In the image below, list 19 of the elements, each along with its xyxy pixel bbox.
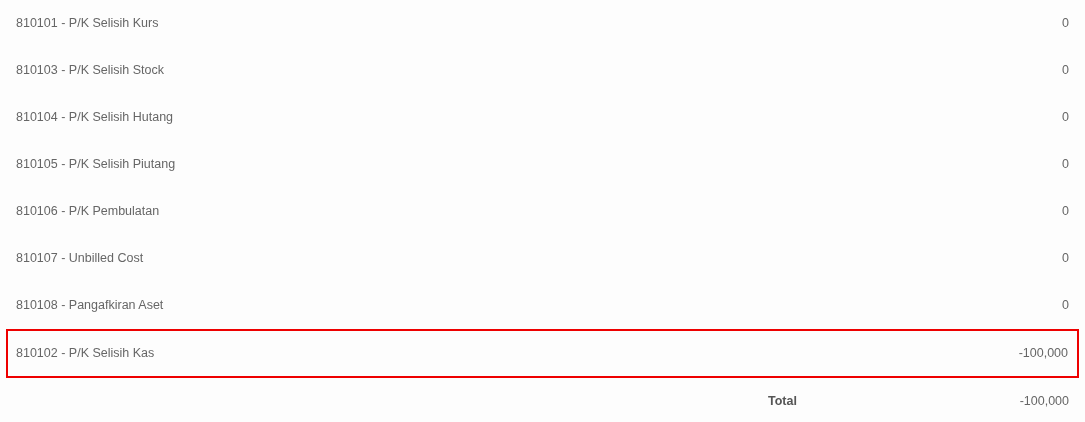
account-name: 810102 - P/K Selisih Kas xyxy=(16,345,155,363)
amount: 0 xyxy=(1062,250,1069,268)
highlighted-row xyxy=(6,329,1079,378)
account-name: 810105 - P/K Selisih Piutang xyxy=(16,156,176,174)
amount: 0 xyxy=(1062,109,1069,127)
amount: 0 xyxy=(1062,203,1069,221)
amount: 0 xyxy=(1062,62,1069,80)
account-name: 810107 - Unbilled Cost xyxy=(16,250,144,268)
total-amount: -100,000 xyxy=(1019,392,1069,410)
total-label: Total xyxy=(768,392,797,410)
amount: -100,000 xyxy=(1018,345,1068,363)
account-name: 810101 - P/K Selisih Kurs xyxy=(16,15,159,33)
amount: 0 xyxy=(1062,156,1069,174)
account-name: 810106 - P/K Pembulatan xyxy=(16,203,160,221)
amount: 0 xyxy=(1062,15,1069,33)
account-name: 810103 - P/K Selisih Stock xyxy=(16,62,164,80)
account-name: 810104 - P/K Selisih Hutang xyxy=(16,109,174,127)
amount: 0 xyxy=(1062,297,1069,315)
account-name: 810108 - Pangafkiran Aset xyxy=(16,297,164,315)
